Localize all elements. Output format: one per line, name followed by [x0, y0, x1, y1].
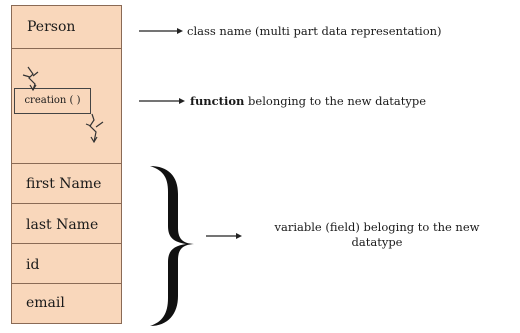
method-name: creation ( ) [24, 95, 81, 106]
field-id: id [26, 257, 40, 273]
variable-arrow-icon [206, 233, 242, 239]
class-name-arrow-icon [139, 28, 183, 34]
field-cell-id: id [12, 244, 121, 284]
method-input-spark-icon [22, 66, 39, 92]
function-arrow-icon [139, 98, 185, 104]
class-name-cell: Person [12, 6, 121, 49]
field-cell-last-name: last Name [12, 204, 121, 244]
curly-brace-icon [150, 166, 196, 326]
variable-note-line1: variable (field) beloging to the new [274, 220, 480, 234]
method-box: creation ( ) [14, 88, 91, 114]
field-email: email [26, 295, 65, 311]
field-first-name: first Name [26, 176, 102, 192]
variable-note-line2: datatype [351, 235, 403, 249]
class-diagram: Person first Name last Name id email [11, 5, 122, 324]
field-last-name: last Name [26, 217, 99, 233]
variable-note: variable (field) beloging to the new dat… [246, 220, 508, 250]
function-note-bold: function [190, 94, 245, 108]
field-cell-first-name: first Name [12, 164, 121, 204]
function-note-rest: belonging to the new datatype [248, 94, 427, 108]
class-name: Person [27, 19, 76, 35]
method-output-spark-icon [85, 113, 104, 144]
field-cell-email: email [12, 284, 121, 322]
class-name-note: class name (multi part data representati… [187, 24, 442, 38]
function-note: function belonging to the new datatype [190, 94, 426, 109]
